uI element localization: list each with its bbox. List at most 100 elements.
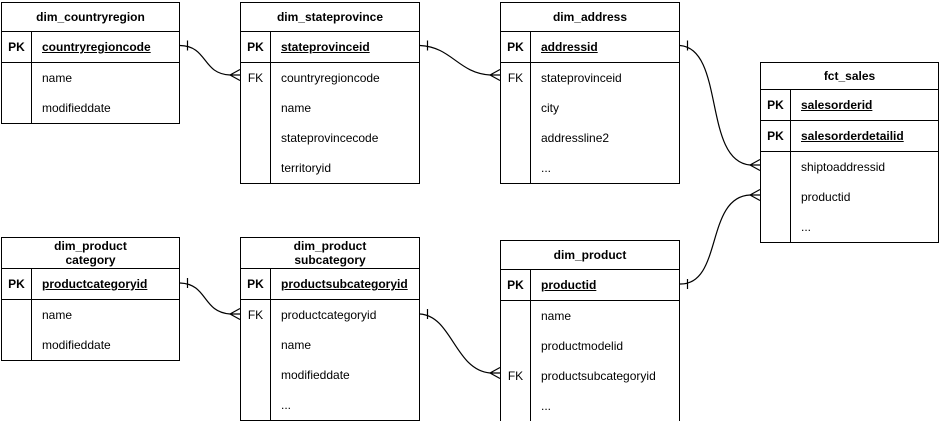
- field-name: productsubcategoryid: [541, 369, 656, 383]
- crow-foot-many-marker: [489, 366, 501, 380]
- field-name: countryregioncode: [281, 71, 380, 85]
- edge-line: [679, 194, 751, 285]
- key-badge: [241, 390, 271, 420]
- table-row: shiptoaddressid: [761, 152, 938, 182]
- relationship-productcategory-productsubcategory[interactable]: [179, 278, 241, 321]
- field-name: ...: [541, 161, 552, 175]
- key-badge: PK: [2, 32, 32, 62]
- key-badge: [2, 300, 32, 330]
- table-row: PK addressid: [501, 32, 679, 63]
- table-dim-productcategory[interactable]: dim_product category PK productcategoryi…: [1, 237, 180, 361]
- field-name: modifieddate: [42, 338, 111, 352]
- relationship-address-fctsales[interactable]: [679, 40, 761, 172]
- field-name: shiptoaddressid: [801, 160, 886, 174]
- crow-foot-many-marker: [749, 158, 761, 172]
- edge-line: [419, 313, 491, 374]
- key-badge: [2, 63, 32, 93]
- table-row: productmodelid: [501, 331, 679, 361]
- crow-foot-many-marker: [489, 68, 501, 82]
- field-name: salesorderid: [801, 98, 873, 112]
- crow-foot-many-marker: [229, 307, 241, 321]
- table-fct-sales[interactable]: fct_sales PK salesorderid PK salesorderd…: [760, 62, 939, 243]
- key-badge: [501, 301, 531, 331]
- field-name: ...: [281, 398, 292, 412]
- key-badge: [501, 153, 531, 183]
- key-badge: [501, 123, 531, 153]
- field-name: productid: [801, 190, 851, 204]
- key-badge: PK: [241, 32, 271, 62]
- field-name: modifieddate: [42, 101, 111, 115]
- table-row: ...: [761, 212, 938, 242]
- key-badge: [2, 93, 32, 123]
- table-row: FK productcategoryid: [241, 300, 419, 330]
- field-name: name: [541, 309, 572, 323]
- key-badge: FK: [501, 361, 531, 391]
- field-name: name: [42, 308, 73, 322]
- key-badge: PK: [761, 121, 791, 151]
- table-row: stateprovincecode: [241, 123, 419, 153]
- crow-foot-many-marker: [229, 68, 241, 82]
- table-dim-address[interactable]: dim_address PK addressid FK stateprovinc…: [500, 2, 680, 184]
- table-row: addressline2: [501, 123, 679, 153]
- table-title: dim_product subcategory: [241, 238, 419, 269]
- field-name: productmodelid: [541, 339, 624, 353]
- table-row: ...: [501, 153, 679, 183]
- relationship-stateprovince-address[interactable]: [419, 40, 501, 82]
- table-row: ...: [241, 390, 419, 420]
- key-badge: [501, 93, 531, 123]
- table-row: modifieddate: [2, 330, 179, 360]
- table-dim-productsubcategory[interactable]: dim_product subcategory PK productsubcat…: [240, 237, 420, 421]
- field-name: territoryid: [281, 161, 332, 175]
- field-name: productcategoryid: [281, 308, 377, 322]
- crow-foot-many-marker: [749, 188, 761, 202]
- table-row: name: [2, 300, 179, 330]
- table-row: FK stateprovinceid: [501, 63, 679, 93]
- table-row: territoryid: [241, 153, 419, 183]
- key-badge: [761, 152, 791, 182]
- key-badge: PK: [241, 269, 271, 299]
- field-name: productsubcategoryid: [281, 277, 408, 291]
- table-dim-stateprovince[interactable]: dim_stateprovince PK stateprovinceid FK …: [240, 2, 420, 184]
- field-name: name: [42, 71, 73, 85]
- table-row: PK salesorderdetailid: [761, 121, 938, 152]
- key-badge: FK: [501, 63, 531, 93]
- key-badge: [241, 330, 271, 360]
- key-badge: [2, 330, 32, 360]
- field-name: modifieddate: [281, 368, 350, 382]
- table-row: name: [2, 63, 179, 93]
- key-badge: FK: [241, 63, 271, 93]
- table-row: modifieddate: [241, 360, 419, 390]
- key-badge: PK: [501, 270, 531, 300]
- table-row: name: [241, 330, 419, 360]
- table-dim-countryregion[interactable]: dim_countryregion PK countryregioncode n…: [1, 2, 180, 124]
- table-row: PK productsubcategoryid: [241, 269, 419, 300]
- field-name: city: [541, 101, 559, 115]
- table-row: city: [501, 93, 679, 123]
- table-title: dim_countryregion: [2, 3, 179, 32]
- table-row: PK productcategoryid: [2, 269, 179, 300]
- table-row: FK productsubcategoryid: [501, 361, 679, 391]
- table-title: dim_product: [501, 241, 679, 270]
- key-badge: [761, 182, 791, 212]
- key-badge: PK: [761, 90, 791, 120]
- key-badge: FK: [241, 300, 271, 330]
- relationship-productsubcategory-product[interactable]: [419, 309, 501, 380]
- relationship-countryregion-stateprovince[interactable]: [179, 40, 241, 82]
- key-badge: [241, 93, 271, 123]
- table-row: FK countryregioncode: [241, 63, 419, 93]
- table-title: dim_product category: [2, 238, 179, 269]
- table-row: PK salesorderid: [761, 90, 938, 121]
- table-dim-product[interactable]: dim_product PK productid name productmod…: [500, 240, 680, 421]
- field-name: stateprovincecode: [281, 131, 379, 145]
- table-row: productid: [761, 182, 938, 212]
- key-badge: [241, 360, 271, 390]
- table-row: PK countryregioncode: [2, 32, 179, 63]
- field-name: countryregioncode: [42, 40, 151, 54]
- field-name: name: [281, 101, 312, 115]
- key-badge: [501, 391, 531, 421]
- relationship-product-fctsales[interactable]: [679, 188, 761, 290]
- table-title: dim_address: [501, 3, 679, 32]
- edge-line: [679, 44, 751, 166]
